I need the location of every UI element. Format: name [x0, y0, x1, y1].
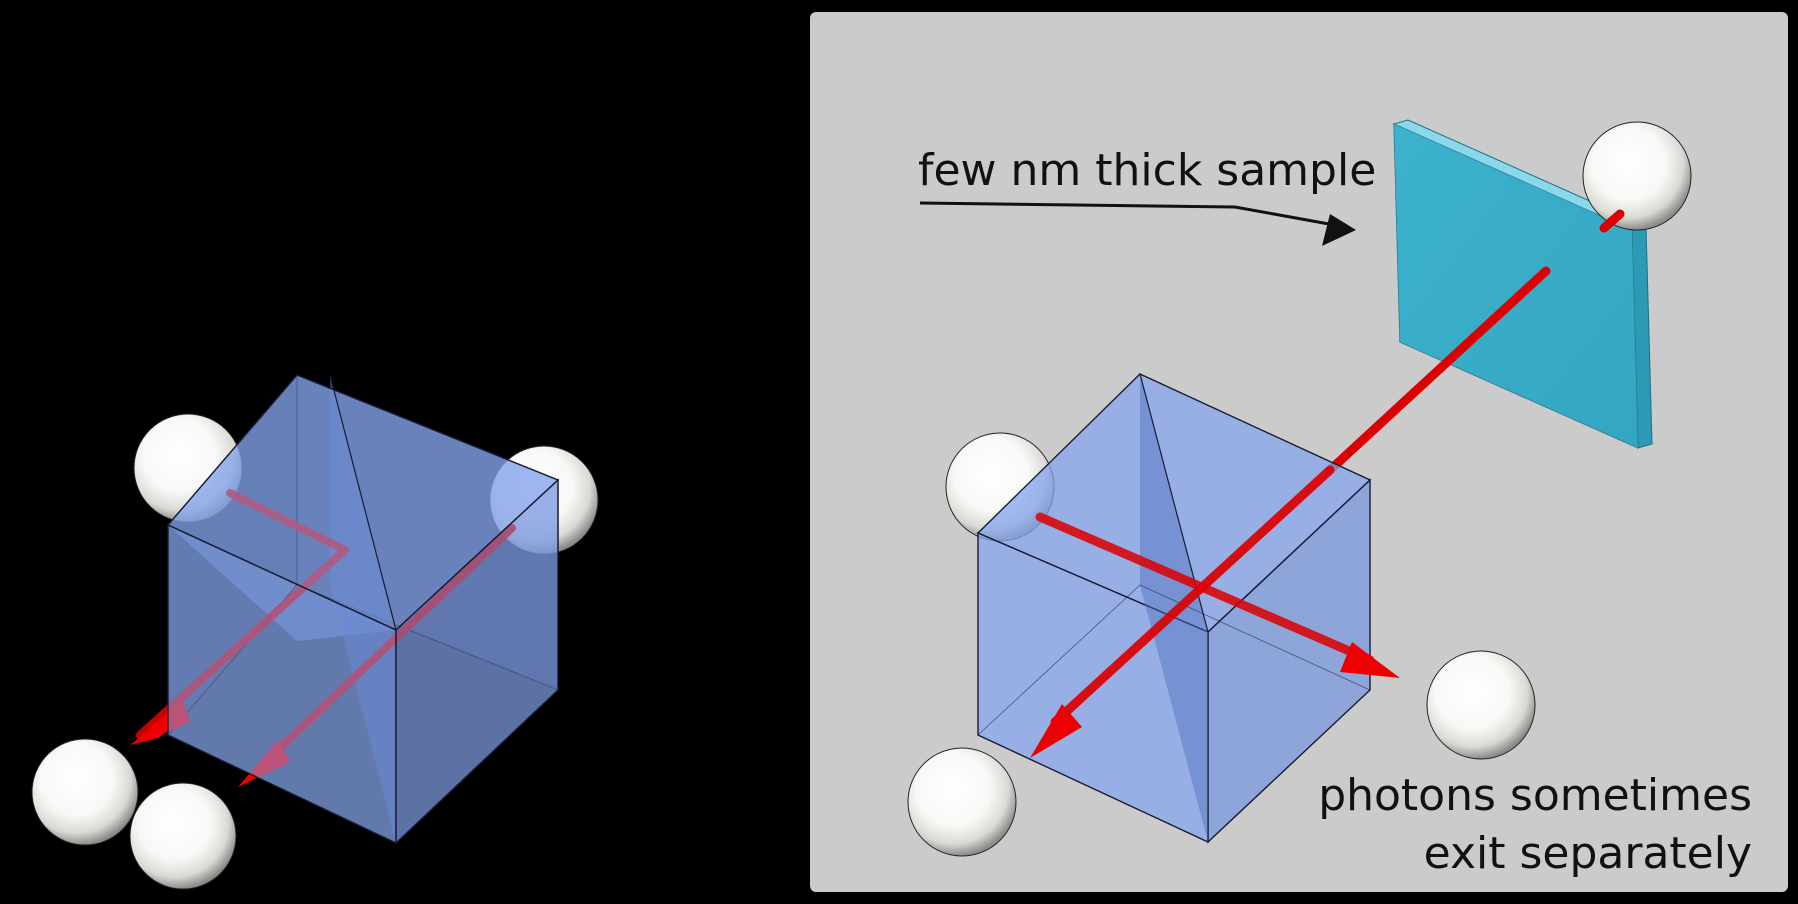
photon-sphere-icon: [129, 782, 237, 890]
beam-arrow-icon: [1325, 266, 1551, 475]
beam-splitter-cube-icon: [166, 374, 560, 845]
left-setup: [31, 373, 599, 890]
photon-sphere-icon: [31, 738, 139, 846]
result-label-line1: photons sometimes: [1318, 770, 1752, 821]
beam-arrow-icon: [1030, 465, 1400, 758]
thin-sample-plate-icon: [1392, 119, 1653, 449]
photon-sphere-icon: [1426, 650, 1536, 760]
photon-sphere-icon: [1582, 121, 1692, 231]
sample-label: few nm thick sample: [918, 145, 1376, 196]
right-setup: few nm thick sample photons sometimes ex…: [907, 119, 1752, 879]
sample-pointer-arrow: [919, 201, 1356, 246]
photon-sphere-icon: [907, 747, 1017, 857]
result-label-line2: exit separately: [1424, 828, 1752, 879]
